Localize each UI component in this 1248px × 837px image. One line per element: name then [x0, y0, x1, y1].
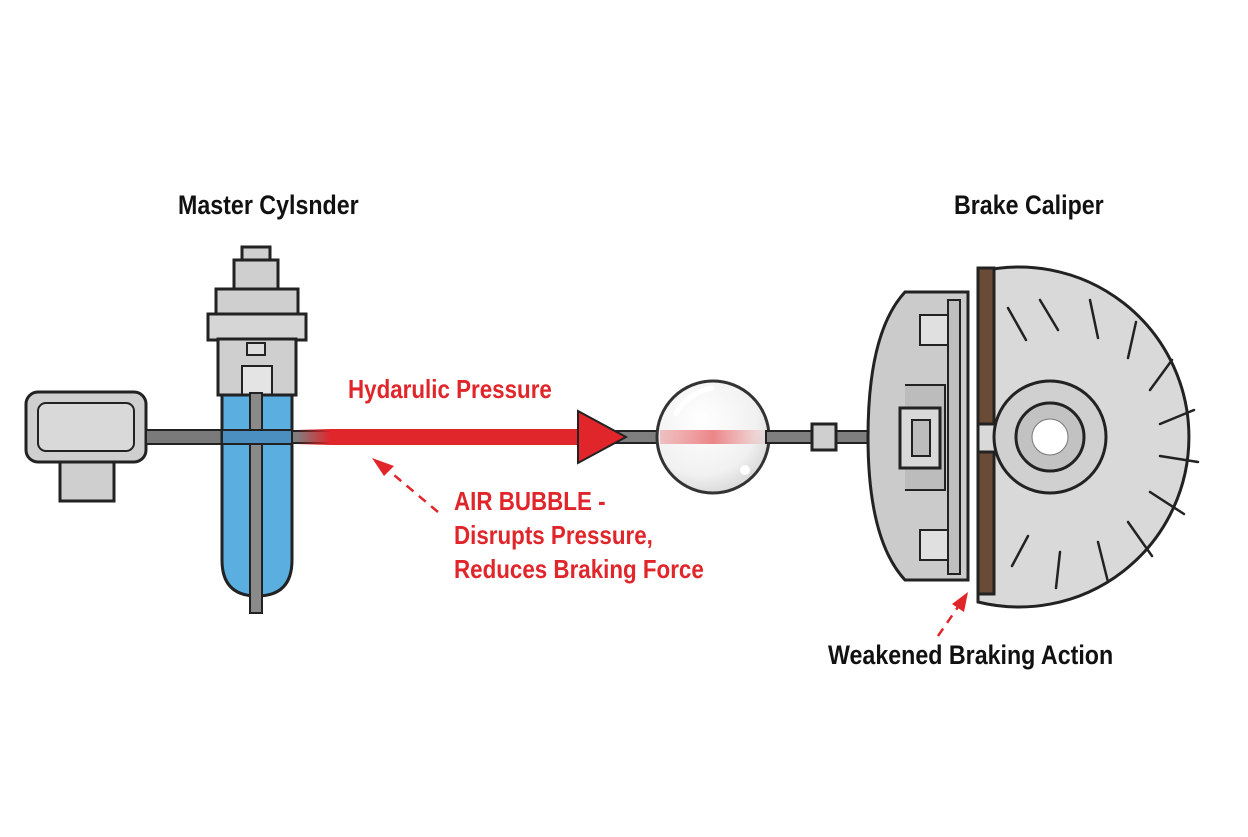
- air-bubble-label-line-2: Disrupts Pressure,: [454, 520, 653, 550]
- brake-caliper-label: Brake Caliper: [954, 190, 1104, 220]
- weakened-callout-arrow: [936, 592, 968, 637]
- line-fitting: [810, 422, 838, 452]
- sensor-box: [24, 390, 148, 503]
- brake-caliper: [866, 266, 996, 596]
- air-bubble-label: AIR BUBBLE - Disrupts Pressure, Reduces …: [454, 484, 704, 586]
- master-cylinder: [206, 245, 308, 614]
- air-bubble: [655, 379, 771, 495]
- brake-rotor: [976, 265, 1200, 609]
- air-bubble-label-line-3: Reduces Braking Force: [454, 554, 704, 584]
- pressure-arrow: [296, 409, 629, 465]
- weakened-action-label: Weakened Braking Action: [828, 640, 1114, 670]
- hydraulic-pressure-label: Hydarulic Pressure: [348, 374, 552, 404]
- air-bubble-callout-arrow: [372, 458, 439, 513]
- air-bubble-label-line-1: AIR BUBBLE -: [454, 486, 606, 516]
- master-cylinder-label: Master Cylsnder: [178, 190, 359, 220]
